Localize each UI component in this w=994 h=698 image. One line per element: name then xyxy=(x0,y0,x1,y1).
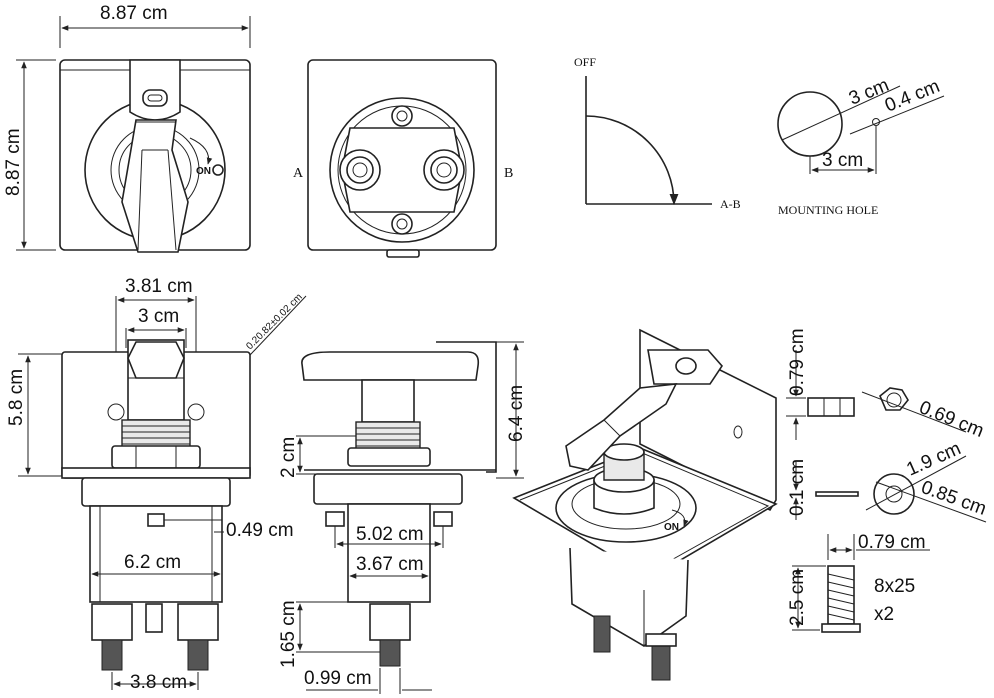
mount-body-width: 6.2 cm xyxy=(124,552,181,573)
mount-stud-gap: 0.49 cm xyxy=(226,520,294,541)
terminal-a-label: A xyxy=(293,166,304,181)
mount-offset-label: 3 cm xyxy=(822,150,863,171)
side-terminal-height: 1.65 cm xyxy=(278,600,299,668)
mounting-hole: 3 cm 0.4 cm 3 cm MOUNTING HOLE xyxy=(777,75,945,217)
mount-inner-width: 3 cm xyxy=(138,306,179,327)
screw-length-label: 2.5 cm xyxy=(787,569,808,626)
terminal-b-label: B xyxy=(504,166,513,181)
washer-outer-label: 1.9 cm xyxy=(903,438,964,480)
side-thread-height: 2 cm xyxy=(278,437,299,478)
rotation-chart: OFF A-B xyxy=(574,55,741,211)
washer-thickness-label: 0.1 cm xyxy=(787,459,808,516)
side-terminal-width: 0.99 cm xyxy=(304,668,372,689)
screw-spec-label: 8x25 xyxy=(874,576,915,597)
mount-height: 5.8 cm xyxy=(6,369,27,426)
nut-side xyxy=(807,397,855,417)
mount-view: 3.81 cm 3 cm 0.20.82±0.02 cm 5.8 cm xyxy=(6,276,307,693)
isometric-view: ON xyxy=(512,328,778,681)
front-view: 8.87 cm 8.87 cm ON xyxy=(3,3,251,253)
side-view: 6.4 cm 2 cm 5.02 cm 3.67 cm 1.65 cm 0.99… xyxy=(278,341,527,694)
washer-inner-label: 0.85 cm xyxy=(918,477,989,520)
ab-label: A-B xyxy=(720,197,741,211)
nut-top xyxy=(879,387,909,411)
screw-head-label: 0.79 cm xyxy=(858,532,926,553)
mount-hole-label: 0.4 cm xyxy=(882,76,943,117)
side-body-width: 3.67 cm xyxy=(356,554,424,575)
off-label: OFF xyxy=(574,55,596,69)
nut-height-label: 0.79 cm xyxy=(787,328,808,396)
back-view: A B xyxy=(293,59,513,258)
hardware: 0.79 cm 0.69 cm 0.1 cm 1.9 cm 0.85 cm 0.… xyxy=(786,328,989,633)
front-width-label: 8.87 cm xyxy=(100,3,168,24)
washer-side xyxy=(815,491,859,497)
side-overall-height: 6.4 cm xyxy=(506,385,527,442)
mount-terminal-spacing: 3.8 cm xyxy=(130,672,187,693)
nut-width-label: 0.69 cm xyxy=(916,397,987,442)
mount-tolerance: 0.20.82±0.02 cm xyxy=(244,292,304,352)
mount-outer-width: 3.81 cm xyxy=(125,276,193,297)
screw-qty-label: x2 xyxy=(874,604,894,625)
front-height-label: 8.87 cm xyxy=(3,128,24,196)
iso-on-label: ON xyxy=(664,522,679,533)
mount-title: MOUNTING HOLE xyxy=(778,203,878,217)
side-terminal-spacing: 5.02 cm xyxy=(356,524,424,545)
washer-top xyxy=(873,473,915,515)
front-on-label: ON xyxy=(196,166,211,177)
